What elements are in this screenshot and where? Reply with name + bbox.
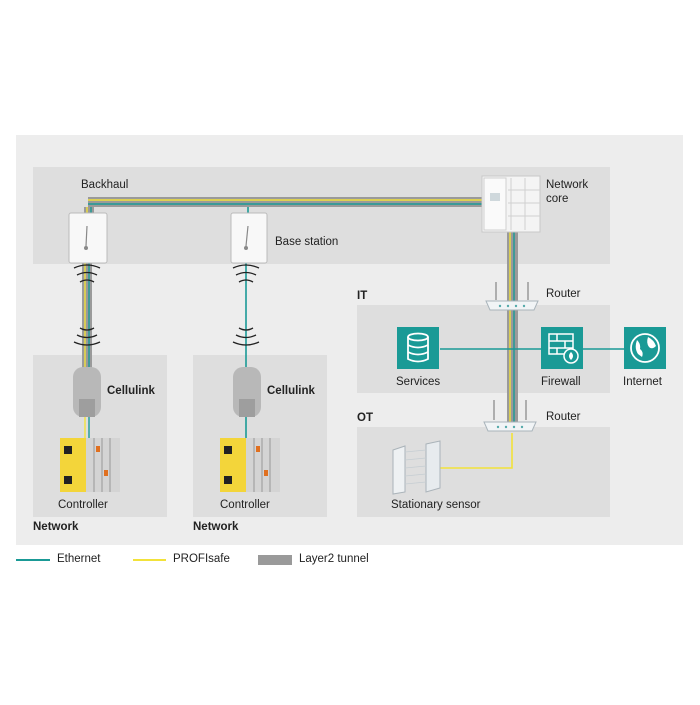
backhaul-tunnel [88,197,508,207]
cellulink-right-label: Cellulink [267,385,315,397]
ot-profisafe-line [440,433,513,469]
controller-right-label: Controller [220,499,270,511]
network-right-label: Network [193,521,239,533]
core-vertical-tunnel [507,230,518,426]
legend-profisafe-label: PROFIsafe [173,553,230,565]
legend-tunnel-label: Layer2 tunnel [299,553,369,565]
stationary-sensor-icon [392,440,441,495]
stationary-sensor-label: Stationary sensor [391,499,481,511]
cellulink-left-label: Cellulink [107,385,155,397]
cellulink-left-icon [73,367,101,417]
base-station-left-icon [68,212,108,264]
router-it-label: Router [546,288,581,300]
router-ot-label: Router [546,411,581,423]
cellulink-right-icon [233,367,261,417]
tunnel-left-radio [82,262,92,370]
internet-label: Internet [623,376,662,388]
router-it-icon [485,282,539,311]
tunnel-left-lower [84,415,90,440]
globe-icon [624,327,666,369]
legend-tunnel-swatch [258,555,292,565]
network-left-label: Network [33,521,79,533]
firewall-icon [541,327,583,369]
network-core-label: Network core [546,179,589,205]
wireless-waves-right [232,264,260,346]
controller-left-icon [60,438,120,492]
ot-label: OT [357,412,373,424]
legend-ethernet-label: Ethernet [57,553,101,565]
it-label: IT [357,290,368,302]
backhaul-label: Backhaul [81,179,129,191]
controller-right-icon [220,438,280,492]
database-icon [397,327,439,369]
router-ot-icon [483,400,537,432]
firewall-label: Firewall [541,376,581,388]
controller-left-label: Controller [58,499,108,511]
base-station-right-icon [230,212,268,264]
services-label: Services [396,376,441,388]
base-station-label: Base station [275,236,339,248]
wireless-waves-left [73,264,101,346]
network-core-icon [481,175,541,233]
